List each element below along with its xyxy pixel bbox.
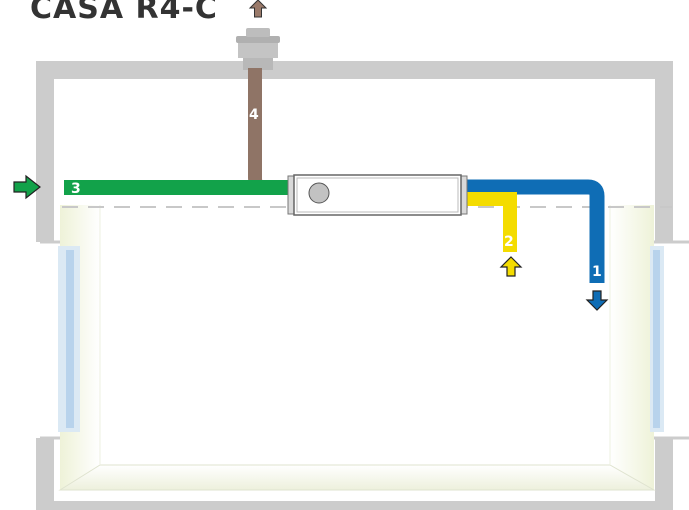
- left-window: [58, 246, 80, 432]
- roof-vent-cap: [236, 28, 280, 70]
- house-outline: [36, 61, 689, 510]
- title-arrow-icon: [248, 0, 268, 18]
- supply-duct: [466, 179, 605, 283]
- outdoor-duct: [64, 180, 294, 195]
- right-window: [650, 246, 664, 432]
- ventilation-unit: [287, 174, 468, 216]
- outdoor-inlet-arrow-icon: [13, 174, 41, 200]
- exhaust-duct-label: 4: [249, 107, 259, 123]
- unit-fan-icon: [308, 182, 330, 204]
- interior-walls: [58, 205, 656, 491]
- supply-duct-label: 1: [592, 264, 602, 280]
- page-title: CASA R4-C: [30, 0, 218, 26]
- extract-inlet-arrow-icon: [499, 256, 523, 277]
- outdoor-duct-label: 3: [71, 181, 81, 197]
- exhaust-duct: [248, 68, 292, 195]
- extract-duct: [466, 192, 517, 252]
- extract-duct-label: 2: [504, 234, 514, 250]
- supply-outlet-arrow-icon: [585, 290, 609, 311]
